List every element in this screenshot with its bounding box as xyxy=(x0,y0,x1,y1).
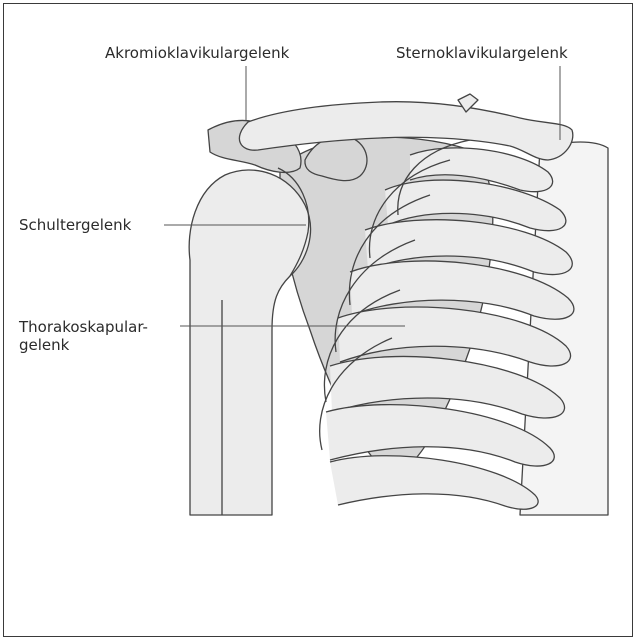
label-thorakoskapulargelenk: Thorakoskapular- gelenk xyxy=(19,318,148,354)
humerus xyxy=(189,170,310,515)
label-thorakoskapular-line1: Thorakoskapular- xyxy=(19,318,148,336)
label-thorakoskapular-line2: gelenk xyxy=(19,336,148,354)
label-akromioklavikulargelenk: Akromioklavikulargelenk xyxy=(105,44,289,62)
label-sternoklavikulargelenk: Sternoklavikulargelenk xyxy=(396,44,568,62)
label-schultergelenk: Schultergelenk xyxy=(19,216,131,234)
